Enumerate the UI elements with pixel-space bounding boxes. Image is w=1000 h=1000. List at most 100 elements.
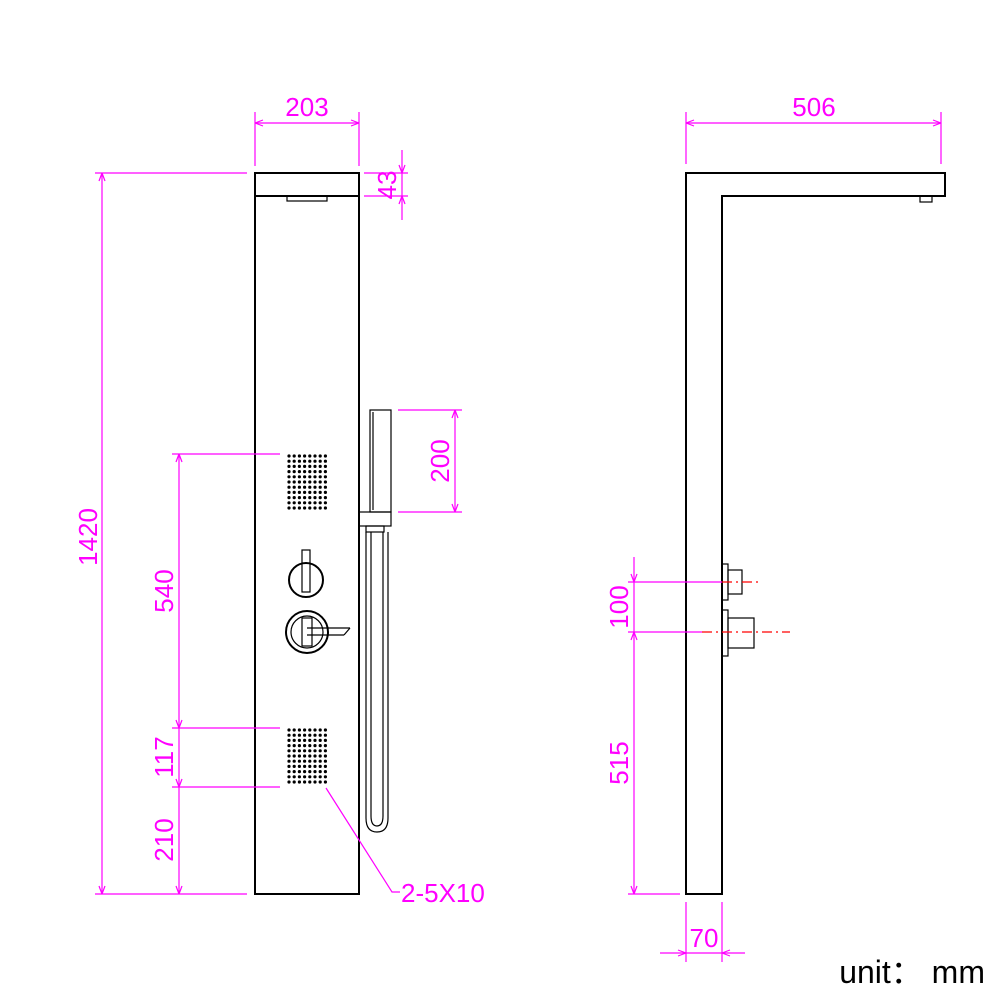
jet-nozzle [308,728,312,732]
jet-nozzle [292,764,296,769]
jet-nozzle [313,464,317,468]
label-depth: 70 [690,923,719,953]
jet-nozzle [292,744,296,748]
jet-nozzle [318,770,322,774]
jet-nozzle [303,501,307,505]
jet-nozzle [292,506,296,510]
jet-nozzle [303,480,307,484]
jet-nozzle [308,759,312,763]
unit-label: unit： mm [839,954,985,990]
jet-nozzle [287,764,291,769]
jet-nozzle [323,470,327,474]
jet-nozzle [287,780,291,784]
jet-nozzle [313,490,317,494]
jet-nozzle [297,749,301,753]
upper-inlet [721,563,758,601]
jet-nozzle [287,485,291,489]
jet-nozzle [303,459,307,463]
label-arm-reach: 506 [792,92,835,122]
jet-nozzle [323,780,327,784]
jet-nozzle [303,770,307,774]
jet-nozzle [313,470,317,474]
jet-nozzle [308,480,312,484]
jet-nozzle [308,780,312,784]
hand-shower [358,409,392,833]
jet-nozzle [318,464,322,468]
jet-nozzle [297,738,301,743]
jet-nozzle [313,733,317,737]
jet-nozzle [287,496,291,500]
jet-nozzle [297,728,301,732]
jet-nozzle [323,764,327,769]
jet-nozzle [318,485,322,489]
dim-arm-reach [685,112,942,164]
label-jet-callout: 2-5X10 [401,878,485,908]
jet-nozzle [323,459,327,463]
jet-nozzle [323,738,327,743]
dim-valve-spacing [172,453,280,729]
jet-nozzle [292,464,296,468]
jet-nozzle [313,485,317,489]
jet-nozzle [287,775,291,779]
jet-nozzle [303,749,307,753]
jet-nozzle [323,485,327,489]
jet-nozzle [313,775,317,779]
dim-total-height [95,172,247,895]
lower-inlet [702,609,790,657]
jet-nozzle [297,754,301,758]
jet-nozzle [313,454,317,458]
panel-body [254,172,360,895]
jet-nozzle [292,475,296,479]
jet-nozzle [318,728,322,732]
jet-nozzle [308,459,312,463]
lower-jet-grid [287,728,327,784]
jet-nozzle [318,780,322,784]
jet-nozzle [323,744,327,748]
jet-nozzle [292,770,296,774]
dim-top-cap [364,150,408,220]
jet-nozzle [303,485,307,489]
jet-nozzle [292,754,296,758]
jet-nozzle [323,501,327,505]
label-handshower: 200 [425,439,455,482]
jet-nozzle [318,490,322,494]
jet-nozzle [323,454,327,458]
label-jet-block: 117 [149,736,179,777]
dim-depth [660,902,745,962]
jet-nozzle [323,749,327,753]
jet-nozzle [292,454,296,458]
jet-nozzle [292,759,296,763]
jet-nozzle [287,759,291,763]
jet-nozzle [308,754,312,758]
jet-nozzle [323,496,327,500]
jet-nozzle [308,738,312,743]
jet-nozzle [297,475,301,479]
jet-nozzle [297,459,301,463]
jet-nozzle [318,749,322,753]
jet-nozzle [297,770,301,774]
label-total-height: 1420 [73,508,103,566]
jet-nozzle [308,496,312,500]
jet-nozzle [292,459,296,463]
jet-nozzle [287,480,291,484]
jet-nozzle [313,459,317,463]
jet-nozzle [287,744,291,748]
jet-nozzle [313,738,317,743]
mixer-handle [285,610,351,654]
jet-nozzle [297,496,301,500]
jet-nozzle [308,733,312,737]
jet-nozzle [292,480,296,484]
jet-nozzle [287,738,291,743]
jet-nozzle [297,464,301,468]
jet-nozzle [318,506,322,510]
jet-nozzle [318,470,322,474]
jet-nozzle [287,501,291,505]
jet-nozzle [297,733,301,737]
upper-jet-grid [287,454,327,510]
jet-nozzle [303,744,307,748]
jet-nozzle [303,464,307,468]
jet-nozzle [323,506,327,510]
jet-nozzle [313,749,317,753]
dim-jet-block [172,728,280,788]
jet-nozzle [323,733,327,737]
